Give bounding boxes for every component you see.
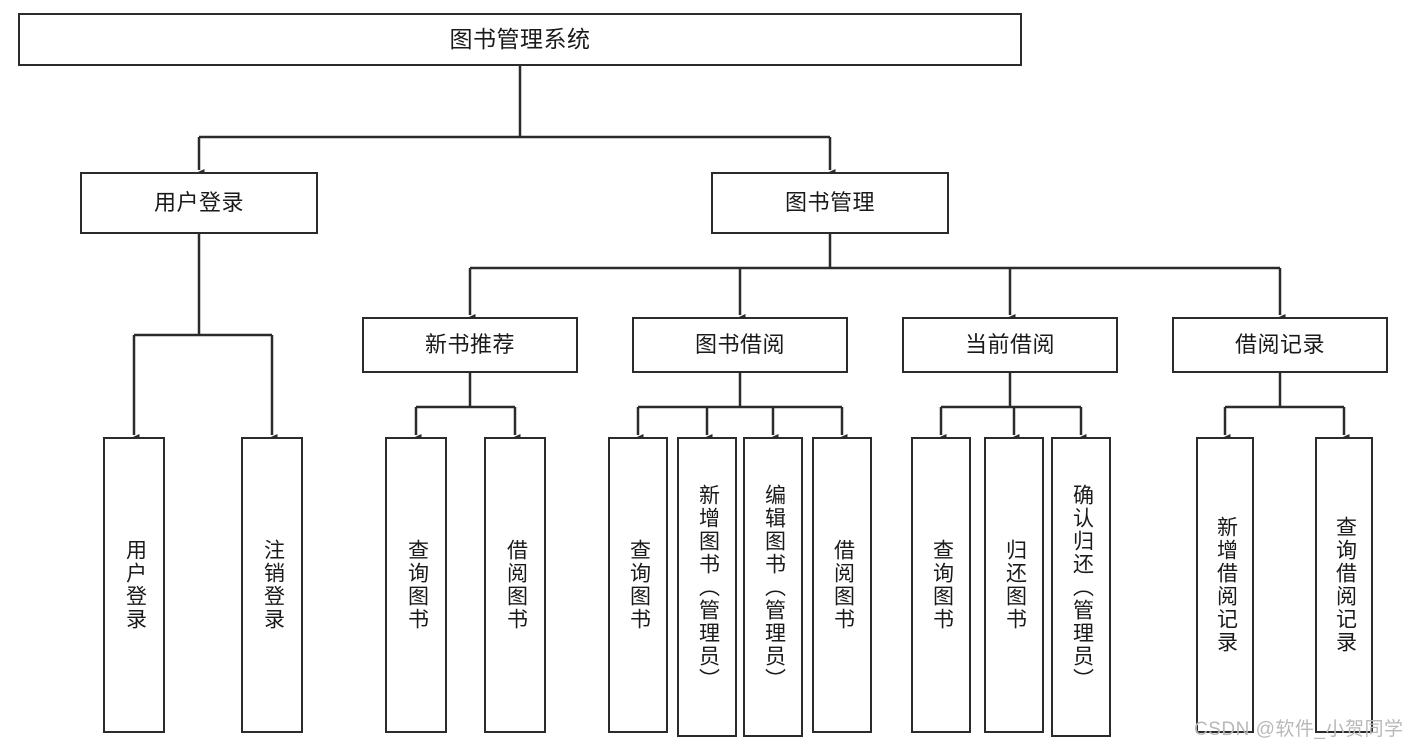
node-label: 查询借阅记录	[1333, 516, 1357, 654]
node-r-add[interactable]: 新增借阅记录	[1196, 437, 1254, 733]
csdn-watermark: CSDN @软件_小贺同学	[1194, 719, 1404, 740]
node-label: 用户登录	[153, 189, 244, 215]
node-label: 图书借阅	[694, 331, 785, 357]
node-r-query[interactable]: 查询借阅记录	[1315, 437, 1373, 733]
node-label: 确认归还（管理员）	[1070, 483, 1094, 691]
node-c-query[interactable]: 查询图书	[911, 437, 971, 733]
node-label: 查询图书	[405, 539, 429, 631]
node-label: 编辑图书（管理员）	[762, 483, 786, 691]
node-n-query[interactable]: 查询图书	[385, 437, 447, 733]
node-root[interactable]: 图书管理系统	[18, 13, 1022, 66]
node-label: 借阅图书	[504, 539, 528, 631]
node-records[interactable]: 借阅记录	[1172, 317, 1388, 373]
node-label: 新书推荐	[424, 331, 515, 357]
node-label: 借阅记录	[1234, 331, 1325, 357]
node-label: 新增借阅记录	[1214, 516, 1238, 654]
node-newbook[interactable]: 新书推荐	[362, 317, 578, 373]
node-l-logout[interactable]: 注销登录	[241, 437, 303, 733]
node-l-login[interactable]: 用户登录	[103, 437, 165, 733]
node-c-confirm[interactable]: 确认归还（管理员）	[1051, 437, 1111, 737]
node-c-return[interactable]: 归还图书	[984, 437, 1044, 733]
node-label: 查询图书	[930, 539, 954, 631]
node-label: 借阅图书	[831, 539, 855, 631]
node-label: 图书管理系统	[449, 26, 591, 53]
node-label: 新增图书（管理员）	[696, 483, 720, 691]
node-label: 用户登录	[123, 539, 147, 631]
node-b-add[interactable]: 新增图书（管理员）	[677, 437, 737, 737]
node-label: 注销登录	[261, 539, 285, 631]
node-current[interactable]: 当前借阅	[902, 317, 1118, 373]
node-b-query[interactable]: 查询图书	[608, 437, 668, 733]
node-b-borrow[interactable]: 借阅图书	[812, 437, 872, 733]
node-label: 归还图书	[1003, 539, 1027, 631]
node-n-borrow[interactable]: 借阅图书	[484, 437, 546, 733]
node-label: 查询图书	[627, 539, 651, 631]
node-borrow[interactable]: 图书借阅	[632, 317, 848, 373]
node-label: 图书管理	[784, 189, 875, 215]
node-bookmgmt[interactable]: 图书管理	[711, 172, 949, 234]
node-label: 当前借阅	[964, 331, 1055, 357]
node-login[interactable]: 用户登录	[80, 172, 318, 234]
node-b-edit[interactable]: 编辑图书（管理员）	[743, 437, 803, 737]
